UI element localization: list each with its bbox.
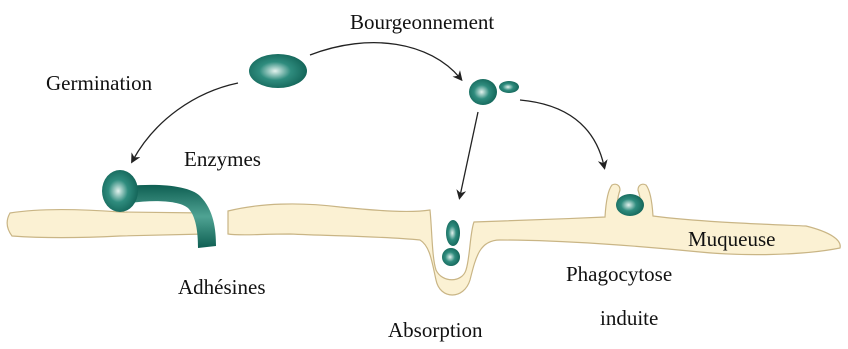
absorbed-cell-lower xyxy=(442,248,460,266)
label-phagocytose: Phagocytose xyxy=(566,262,672,286)
bud xyxy=(499,81,519,93)
mother-yeast-cell xyxy=(249,54,307,88)
label-muqueuse: Muqueuse xyxy=(688,227,776,251)
label-enzymes: Enzymes xyxy=(184,147,261,171)
phagocytosed-cell xyxy=(616,194,644,216)
arrow-bourgeonnement xyxy=(310,43,460,78)
label-adhesines: Adhésines xyxy=(178,275,266,299)
arrow-absorption xyxy=(460,112,478,196)
label-absorption: Absorption xyxy=(388,318,483,342)
absorbed-cell-upper xyxy=(446,220,460,246)
label-induite: induite xyxy=(600,306,658,330)
label-germination: Germination xyxy=(46,71,153,95)
label-bourgeonnement: Bourgeonnement xyxy=(350,10,494,34)
arrow-phagocytose xyxy=(520,100,604,166)
budding-cell xyxy=(469,79,497,105)
mucosa-left-segment xyxy=(7,210,205,238)
germinating-cell xyxy=(102,170,138,212)
